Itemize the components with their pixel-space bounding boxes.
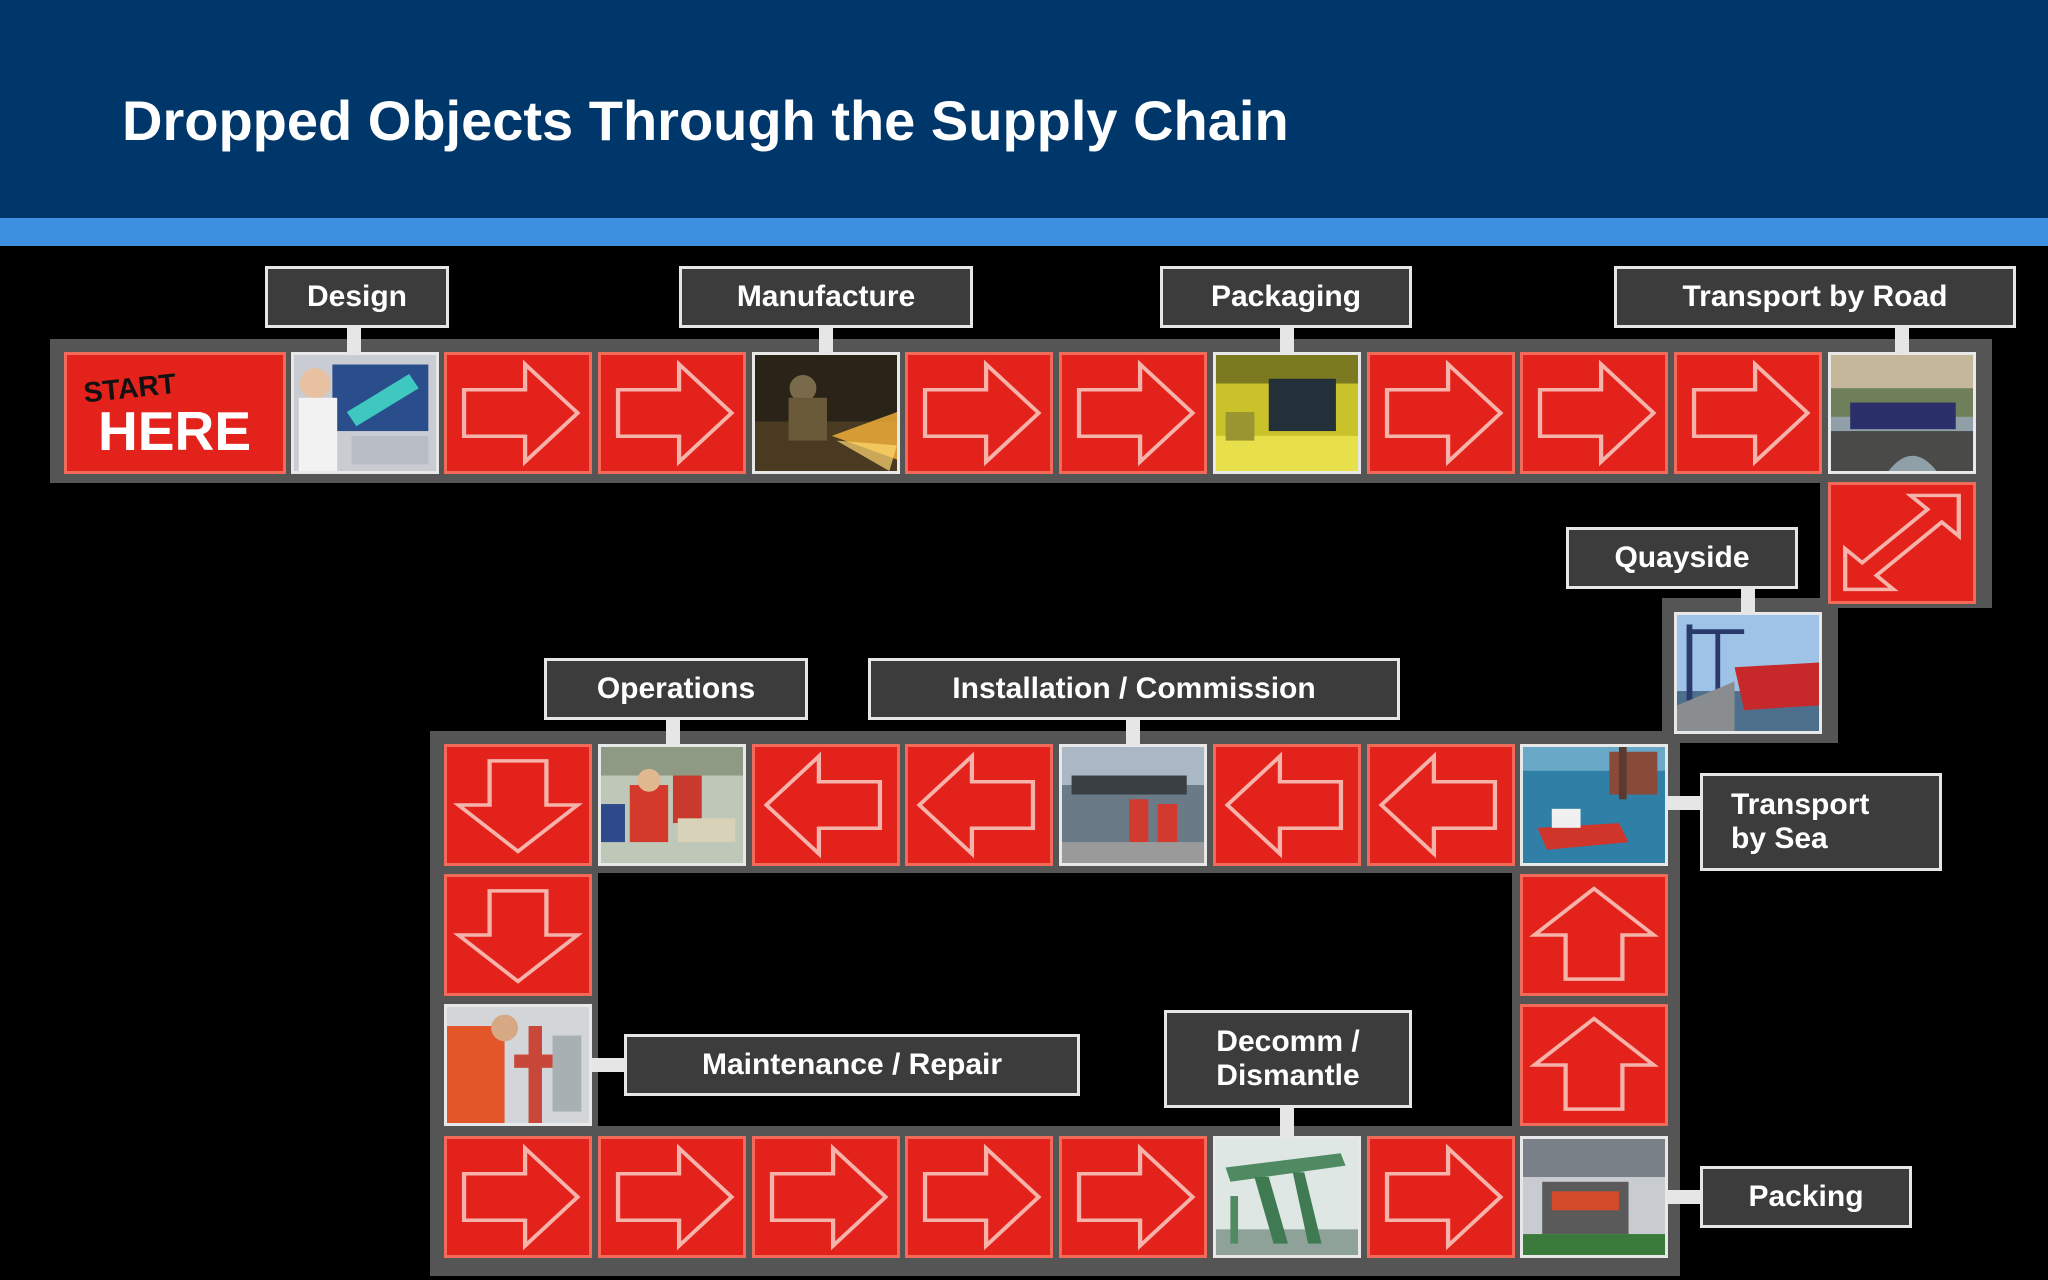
connector bbox=[1668, 796, 1704, 810]
design-photo bbox=[291, 352, 439, 474]
arrow-right-icon bbox=[1076, 359, 1196, 467]
decomm-line1: Decomm / bbox=[1216, 1024, 1360, 1058]
start-here-tile: START HERE bbox=[64, 352, 286, 474]
arrow-tile bbox=[905, 352, 1053, 474]
stage-label-transport-road: Transport by Road bbox=[1614, 266, 2016, 328]
manufacture-photo bbox=[752, 352, 900, 474]
arrow-tile bbox=[1367, 1136, 1515, 1258]
connector bbox=[1741, 586, 1755, 614]
arrow-diagonal-icon bbox=[1843, 493, 1961, 592]
quayside-photo bbox=[1674, 612, 1822, 734]
stage-label-operations: Operations bbox=[544, 658, 808, 720]
arrow-right-icon bbox=[1076, 1143, 1196, 1251]
connector bbox=[1280, 324, 1294, 354]
maintenance-photo bbox=[444, 1004, 592, 1126]
stage-label-packaging: Packaging bbox=[1160, 266, 1412, 328]
arrow-tile bbox=[1213, 744, 1361, 866]
arrow-tile bbox=[444, 874, 592, 996]
transport-sea-line1: Transport bbox=[1731, 787, 1870, 821]
arrow-right-icon bbox=[615, 359, 735, 467]
connector bbox=[1668, 1190, 1704, 1204]
arrow-tile bbox=[1367, 352, 1515, 474]
operations-photo bbox=[598, 744, 746, 866]
arrow-tile bbox=[752, 744, 900, 866]
connector bbox=[1280, 1104, 1294, 1138]
arrow-tile bbox=[444, 352, 592, 474]
connector bbox=[1126, 716, 1140, 746]
transport-sea-photo bbox=[1520, 744, 1668, 866]
decomm-line2: Dismantle bbox=[1216, 1059, 1360, 1092]
transport-sea-line2: by Sea bbox=[1731, 822, 1828, 855]
arrow-right-icon bbox=[1691, 359, 1811, 467]
stage-label-design: Design bbox=[265, 266, 449, 328]
arrow-tile bbox=[905, 744, 1053, 866]
arrow-right-icon bbox=[769, 1143, 889, 1251]
slide-title: Dropped Objects Through the Supply Chain bbox=[122, 89, 1289, 152]
connector bbox=[347, 324, 361, 354]
decommission-photo bbox=[1213, 1136, 1361, 1258]
connector bbox=[666, 716, 680, 746]
stage-label-decommission: Decomm / Dismantle bbox=[1164, 1010, 1412, 1108]
arrow-right-icon bbox=[1384, 1143, 1504, 1251]
arrow-tile bbox=[752, 1136, 900, 1258]
arrow-right-icon bbox=[461, 359, 581, 467]
arrow-tile bbox=[598, 352, 746, 474]
arrow-left-icon bbox=[1224, 751, 1344, 859]
arrow-tile bbox=[1367, 744, 1515, 866]
stage-label-manufacture: Manufacture bbox=[679, 266, 973, 328]
arrow-right-icon bbox=[461, 1143, 581, 1251]
arrow-tile bbox=[444, 744, 592, 866]
arrow-tile bbox=[1828, 482, 1976, 604]
connector bbox=[1895, 324, 1909, 354]
installation-photo bbox=[1059, 744, 1207, 866]
arrow-tile bbox=[1674, 352, 1822, 474]
arrow-tile bbox=[598, 1136, 746, 1258]
arrow-right-icon bbox=[922, 1143, 1042, 1251]
stage-label-transport-sea: Transport by Sea bbox=[1700, 773, 1942, 871]
arrow-right-icon bbox=[615, 1143, 735, 1251]
arrow-tile bbox=[1059, 1136, 1207, 1258]
arrow-tile bbox=[1520, 352, 1668, 474]
packaging-photo bbox=[1213, 352, 1361, 474]
connector bbox=[592, 1058, 628, 1072]
arrow-tile bbox=[1059, 352, 1207, 474]
stage-label-quayside: Quayside bbox=[1566, 527, 1798, 589]
arrow-down-icon bbox=[453, 889, 583, 984]
arrow-tile bbox=[444, 1136, 592, 1258]
arrow-right-icon bbox=[922, 359, 1042, 467]
stage-label-installation: Installation / Commission bbox=[868, 658, 1400, 720]
arrow-left-icon bbox=[763, 751, 883, 859]
arrow-tile bbox=[905, 1136, 1053, 1258]
connector bbox=[819, 324, 833, 354]
here-text: HERE bbox=[98, 400, 251, 462]
transport-road-photo bbox=[1828, 352, 1976, 474]
supply-chain-board: START HERE bbox=[0, 246, 2048, 1280]
header-stripe bbox=[0, 218, 2048, 246]
arrow-tile bbox=[1520, 874, 1668, 996]
arrow-right-icon bbox=[1537, 359, 1657, 467]
arrow-up-icon bbox=[1529, 886, 1659, 981]
arrow-tile bbox=[1520, 1004, 1668, 1126]
arrow-up-icon bbox=[1529, 1016, 1659, 1111]
slide-header bbox=[0, 0, 2048, 218]
arrow-right-icon bbox=[1384, 359, 1504, 467]
arrow-left-icon bbox=[1378, 751, 1498, 859]
arrow-left-icon bbox=[916, 751, 1036, 859]
arrow-down-icon bbox=[453, 759, 583, 854]
packing-photo bbox=[1520, 1136, 1668, 1258]
stage-label-packing: Packing bbox=[1700, 1166, 1912, 1228]
stage-label-maintenance: Maintenance / Repair bbox=[624, 1034, 1080, 1096]
